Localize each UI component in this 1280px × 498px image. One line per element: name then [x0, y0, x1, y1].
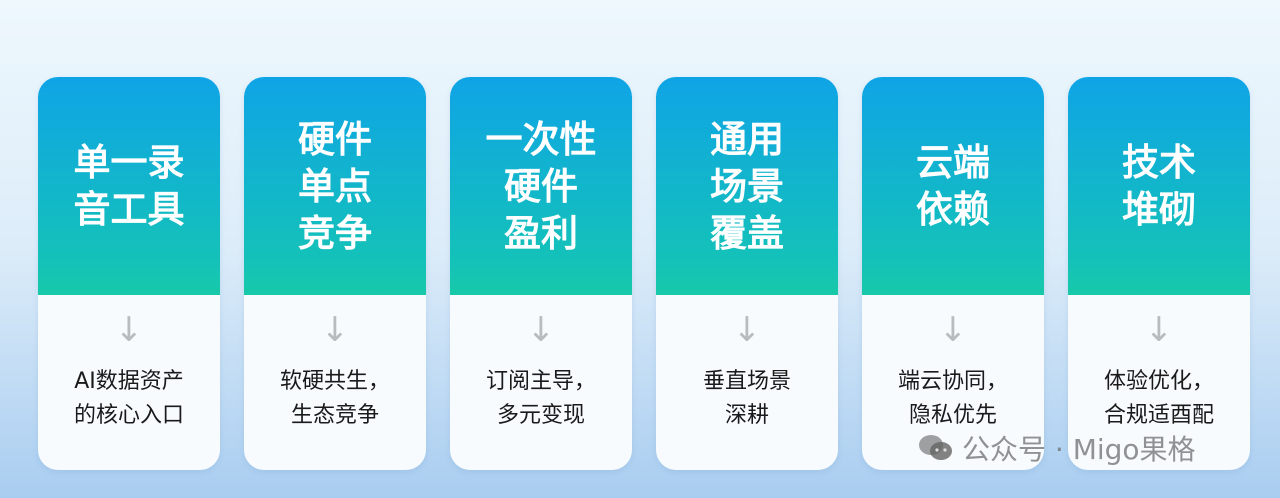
card-desc: 软硬共生， 生态竞争 [279, 369, 390, 428]
card-header: 技术 堆砌 [1068, 77, 1250, 295]
card-6: 技术 堆砌 ↓ 体验优化， 合规适酉配 [1068, 77, 1250, 470]
card-title: 技术 堆砌 [1122, 141, 1196, 231]
card-header: 通用 场景 覆盖 [656, 77, 838, 295]
wechat-icon [919, 435, 952, 460]
arrow-down-icon: ↓ [732, 310, 762, 350]
arrow-down-icon: ↓ [320, 310, 350, 350]
card-header: 一次性 硬件 盈利 [450, 77, 632, 295]
card-desc: AI数据资产 的核心入口 [73, 369, 184, 428]
card-desc: 垂直场景 深耕 [702, 369, 791, 428]
transformation-cards: 单一录 音工具 ↓ AI数据资产 的核心入口 硬件 单点 竞争 ↓ 软硬共生， 生态竞争… [38, 77, 1250, 470]
arrow-down-icon: ↓ [526, 310, 556, 350]
card-1: 单一录 音工具 ↓ AI数据资产 的核心入口 [38, 77, 220, 470]
card-title: 通用 场景 覆盖 [710, 117, 784, 255]
arrow-down-icon: ↓ [938, 310, 968, 350]
card-desc: 订阅主导， 多元变现 [485, 369, 596, 428]
card-title: 硬件 单点 竞争 [298, 117, 372, 255]
watermark-text: 公众号 · Migo果格 [962, 433, 1196, 466]
card-header: 硬件 单点 竞争 [244, 77, 426, 295]
card-header: 云端 依赖 [862, 77, 1044, 295]
card-3: 一次性 硬件 盈利 ↓ 订阅主导， 多元变现 [450, 77, 632, 470]
card-2: 硬件 单点 竞争 ↓ 软硬共生， 生态竞争 [244, 77, 426, 470]
arrow-down-icon: ↓ [114, 310, 144, 350]
card-title: 单一录 音工具 [73, 141, 185, 231]
card-desc: 体验优化， 合规适酉配 [1103, 369, 1214, 428]
watermark: 公众号 · Migo果格 [918, 428, 1196, 468]
card-header: 单一录 音工具 [38, 77, 220, 295]
card-desc: 端云协同， 隐私优先 [897, 369, 1008, 428]
card-title: 云端 依赖 [916, 141, 990, 231]
card-4: 通用 场景 覆盖 ↓ 垂直场景 深耕 [656, 77, 838, 470]
arrow-down-icon: ↓ [1144, 310, 1174, 350]
card-5: 云端 依赖 ↓ 端云协同， 隐私优先 [862, 77, 1044, 470]
card-title: 一次性 硬件 盈利 [485, 117, 597, 255]
